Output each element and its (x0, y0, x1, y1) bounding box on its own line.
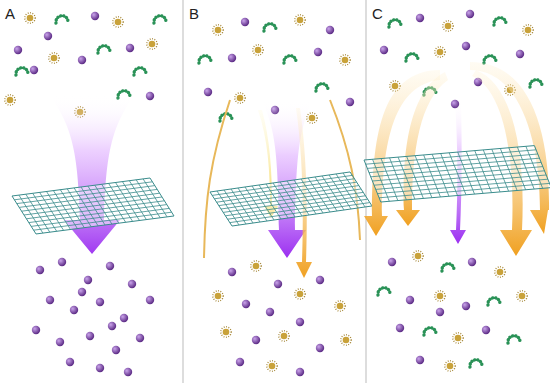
panel-letter: B (189, 6, 199, 21)
panel-b-art (199, 15, 372, 376)
panel-c-art (364, 10, 550, 371)
panel-letter: A (5, 6, 15, 21)
panel-a-art (5, 12, 174, 376)
panel-divider (366, 0, 367, 383)
panel-divider (183, 0, 184, 383)
panel-letter: C (372, 6, 383, 21)
